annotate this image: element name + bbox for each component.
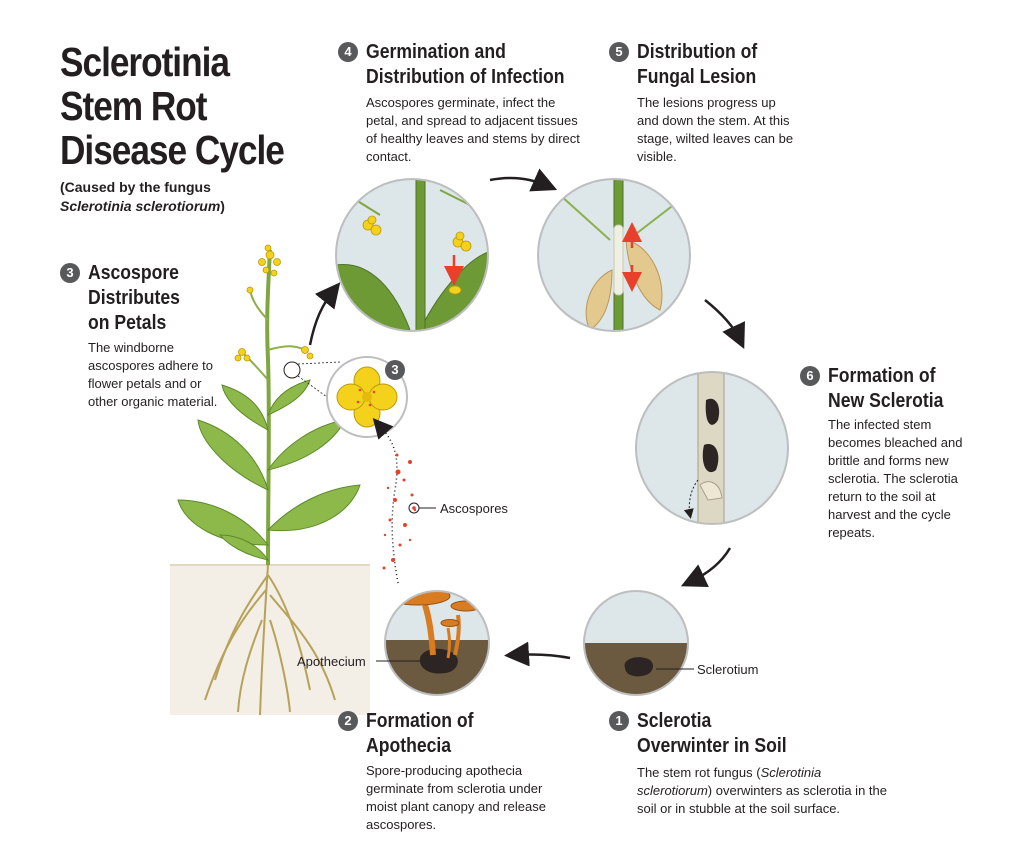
circle-new-sclerotia	[636, 372, 788, 524]
title-line-2: Stem Rot	[60, 83, 208, 129]
circle-germination	[336, 179, 488, 331]
step-3-badge: 3	[60, 263, 80, 283]
step-1-badge: 1	[609, 711, 629, 731]
circle-lesion	[538, 179, 690, 331]
step-6-badge: 6	[800, 366, 820, 386]
step-2-heading: Formation of Apothecia	[366, 710, 474, 757]
step-6-heading: Formation of New Sclerotia	[828, 365, 944, 412]
step-5-badge: 5	[609, 42, 629, 62]
apothecium-label: Apothecium	[297, 654, 366, 669]
step-6-body: The infected stem becomes bleached and b…	[828, 417, 963, 540]
sclerotium-label: Sclerotium	[697, 662, 759, 677]
step-1-body: The stem rot fungus (Sclerotinia sclerot…	[637, 765, 887, 816]
step-4-heading: Germination and Distribution of Infectio…	[366, 41, 565, 88]
title-line-1: Sclerotinia	[60, 39, 230, 85]
step-4-body: Ascospores germinate, infect the petal, …	[366, 95, 580, 164]
step-3-heading: Ascospore Distributes on Petals	[88, 262, 180, 334]
title-line-3: Disease Cycle	[60, 127, 285, 173]
step-5-heading: Distribution of Fungal Lesion	[637, 41, 758, 88]
step-2-badge: 2	[338, 711, 358, 731]
subtitle-line-1: (Caused by the fungus	[60, 179, 211, 195]
circle-sclerotium	[584, 591, 688, 695]
ascospore-trail	[372, 417, 436, 584]
step-1-heading: Sclerotia Overwinter in Soil	[637, 710, 787, 757]
ascospores-label: Ascospores	[440, 501, 508, 516]
step-4-badge: 4	[338, 42, 358, 62]
diagram-subtitle: (Caused by the fungus Sclerotinia sclero…	[60, 178, 300, 216]
subtitle-species: Sclerotinia sclerotiorum	[60, 198, 221, 214]
step-5-body: The lesions progress up and down the ste…	[637, 95, 794, 164]
inset-number-badge: 3	[385, 360, 405, 380]
step-2-body: Spore-producing apothecia germinate from…	[366, 763, 546, 832]
diagram-title: Sclerotinia Stem Rot Disease Cycle	[60, 40, 318, 172]
plant-illustration	[170, 244, 370, 716]
step-3-body: The windborne ascospores adhere to flowe…	[88, 340, 218, 409]
circle-apothecia	[385, 591, 489, 695]
cycle-arrows	[308, 168, 745, 667]
